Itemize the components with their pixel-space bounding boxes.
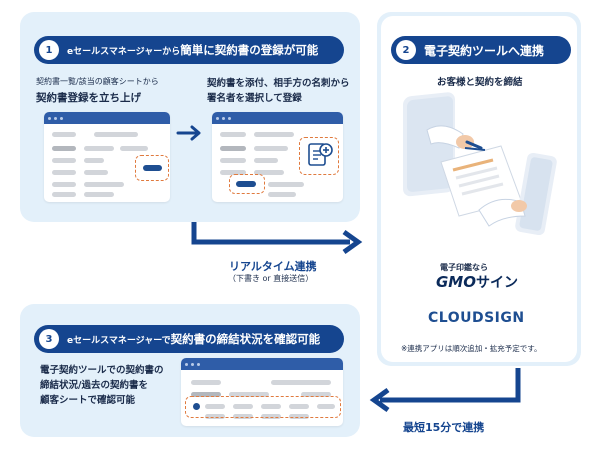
step3-title: 3 eセールスマネージャーで 契約書の締結状況を確認可能 [34, 325, 344, 353]
step1-left-sub: 契約書一覧/該当の顧客シートから [36, 77, 159, 86]
step3-desc-line3: 顧客シートで確認可能 [40, 395, 136, 406]
window-titlebar [44, 112, 170, 124]
attach-document-highlight [299, 137, 339, 175]
step1-right-line1: 契約書を添付、相手方の名刺から [207, 78, 350, 89]
step2-subtitle: お客様と契約を締結 [437, 77, 523, 88]
step1-title: 1 eセールスマネージャーから 簡単に契約書の登録が可能 [34, 36, 344, 64]
signer-select-button[interactable] [236, 181, 256, 187]
step3-title-small: eセールスマネージャーで [67, 335, 171, 346]
register-button-highlight [135, 155, 169, 181]
step2-number: 2 [396, 40, 416, 60]
cloudsign-logo: CLOUDSIGN [428, 310, 525, 326]
step1-title-small: eセールスマネージャーから [67, 46, 181, 57]
step3-desc-line2: 締結状況/過去の契約書を [40, 380, 148, 391]
window-titlebar [181, 358, 343, 370]
step1-title-big: 簡単に契約書の登録が可能 [180, 43, 319, 57]
contract-status-window [181, 358, 343, 426]
gmo-sign-logo: GMOサイン [436, 272, 518, 292]
document-add-icon[interactable] [306, 141, 334, 171]
gmo-logo-main: GMO [436, 273, 476, 291]
gmo-small-label: 電子印鑑なら [440, 263, 488, 272]
step3-number: 3 [39, 329, 59, 349]
step2-title: 2 電子契約ツールへ連携 [391, 36, 571, 64]
register-contract-button[interactable] [143, 165, 162, 171]
realtime-sub: （下書き or 直接送信） [228, 274, 314, 283]
signer-select-highlight [229, 174, 265, 194]
contract-registration-window [212, 112, 343, 202]
step3-title-big: 契約書の締結状況を確認可能 [170, 332, 321, 346]
gmo-logo-sub: サイン [476, 275, 518, 291]
step1-number: 1 [39, 40, 59, 60]
arrow-right-icon [191, 222, 363, 255]
shortest-label: 最短15分で連携 [403, 421, 485, 434]
realtime-label: リアルタイム連携 [229, 260, 317, 273]
step1-left-bold: 契約書登録を立ち上げ [36, 92, 141, 104]
step2-note: ※連携アプリは順次追加・拡充予定です。 [401, 344, 542, 353]
step3-desc-line1: 電子契約ツールでの契約書の [40, 365, 164, 376]
customer-sheet-window [44, 112, 170, 202]
contract-signing-illustration [403, 92, 557, 236]
status-dot [193, 403, 200, 410]
arrow-right-icon [176, 125, 201, 141]
window-titlebar [212, 112, 343, 124]
arrow-left-icon [369, 368, 521, 413]
step1-right-line2: 署名者を選択して登録 [207, 93, 302, 104]
contract-row-highlight [185, 396, 341, 418]
step2-title-text: 電子契約ツールへ連携 [424, 43, 545, 58]
